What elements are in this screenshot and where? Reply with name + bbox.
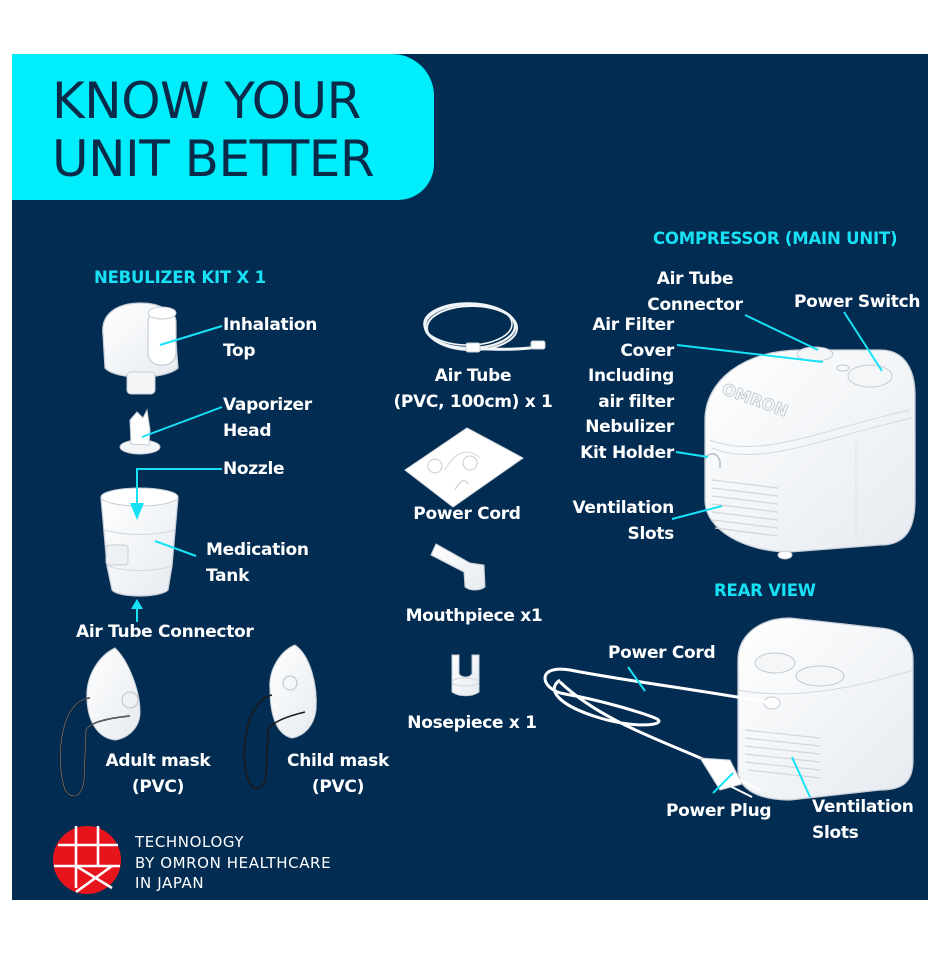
- label-power-plug: Power Plug: [666, 801, 772, 821]
- compressor-heading: COMPRESSOR (MAIN UNIT): [653, 229, 898, 248]
- label-rear-ventilation-slots: Ventilation Slots: [812, 797, 914, 843]
- label-power-cord-bag: Power Cord: [413, 504, 521, 524]
- label-inhalation-top: Inhalation Top: [223, 315, 318, 361]
- label-power-switch: Power Switch: [794, 292, 921, 312]
- air-tube-illustration: [423, 302, 546, 353]
- label-mouthpiece: Mouthpiece x1: [405, 606, 543, 626]
- medication-tank-illustration: [100, 487, 179, 597]
- label-compressor-ventilation-slots: Ventilation Slots: [572, 498, 674, 544]
- label-nosepiece: Nosepiece x 1: [407, 713, 537, 733]
- label-air-tube-connector: Air Tube Connector: [76, 622, 254, 642]
- label-nebulizer-kit-holder: Nebulizer Kit Holder: [580, 417, 674, 463]
- label-nozzle: Nozzle: [223, 459, 285, 479]
- adult-mask-illustration: [59, 647, 141, 797]
- label-vaporizer-head: Vaporizer Head: [223, 395, 312, 441]
- label-child-mask: Child mask (PVC): [287, 751, 389, 797]
- hero-banner: [12, 54, 434, 200]
- label-rear-power-cord: Power Cord: [608, 643, 716, 663]
- label-medication-tank: Medication Tank: [206, 540, 309, 586]
- rear-view-heading: REAR VIEW: [714, 581, 816, 600]
- power-cord-bag-illustration: [404, 427, 524, 508]
- label-air-filter-cover: Air Filter Cover Including air filter: [587, 315, 674, 412]
- label-compressor-air-tube-connector: Air Tube Connector: [647, 269, 743, 315]
- child-mask-illustration: [243, 644, 317, 789]
- mouthpiece-illustration: [430, 543, 486, 591]
- page-title: KNOW YOUR UNIT BETTER: [52, 72, 375, 188]
- label-adult-mask: Adult mask (PVC): [105, 751, 211, 797]
- nosepiece-illustration: [451, 654, 480, 697]
- technology-badge-text: TECHNOLOGY BY OMRON HEALTHCARE IN JAPAN: [135, 833, 332, 892]
- label-air-tube: Air Tube (PVC, 100cm) x 1: [393, 366, 553, 412]
- compressor-illustration: OMRON: [704, 346, 916, 560]
- nebulizer-kit-heading: NEBULIZER KIT X 1: [94, 268, 266, 287]
